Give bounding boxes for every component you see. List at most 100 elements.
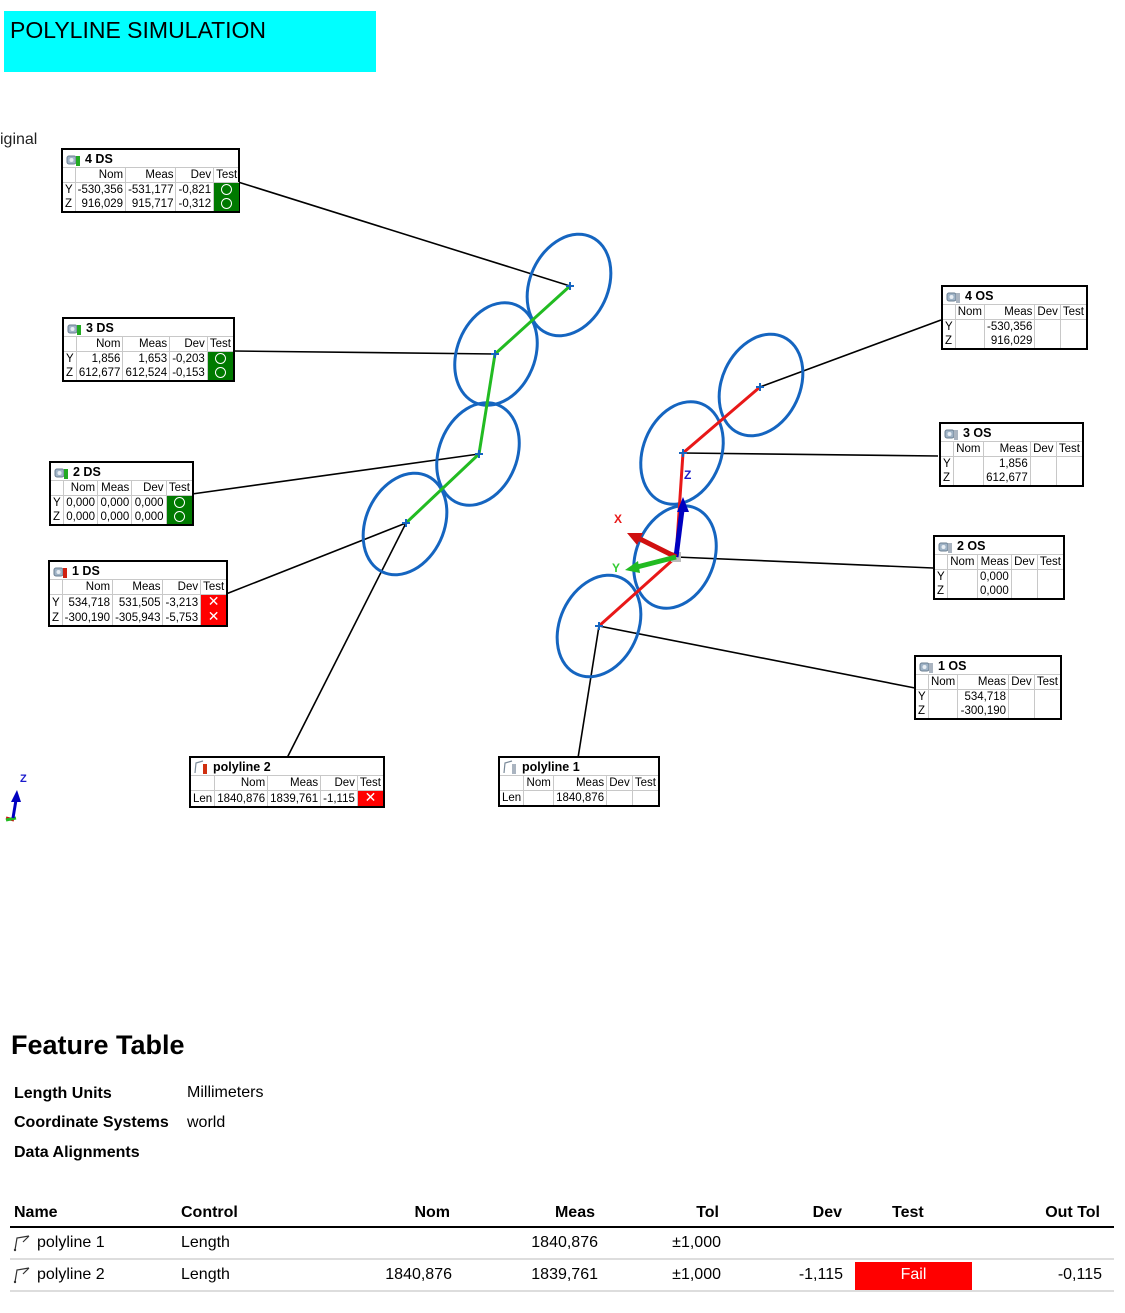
callout-dev: -5,753 [162, 610, 201, 625]
callout-title: polyline 1 [522, 759, 580, 774]
polyline-1-os[interactable] [597, 385, 761, 628]
callout-axis: Y [65, 184, 73, 196]
polyline-2-ds[interactable] [404, 284, 572, 525]
callout-col-header: Nom [523, 776, 554, 791]
point-marker-3ds [491, 350, 499, 358]
row-name: polyline 1 [37, 1234, 105, 1251]
row-nom: 1840,876 [385, 1266, 452, 1283]
callout-dev: -3,213 [162, 594, 201, 610]
callout-nom [927, 689, 958, 704]
col-header-name[interactable]: Name [14, 1204, 58, 1221]
col-header-out-tol[interactable]: Out Tol [1045, 1204, 1100, 1221]
callout-test-status [1033, 704, 1060, 718]
section-ellipse-3os [639, 400, 725, 506]
col-header-dev[interactable]: Dev [812, 1204, 842, 1221]
callout-meas: 1839,761 [267, 790, 321, 806]
callout-axis: Z [65, 198, 73, 210]
callout-axis: Y [66, 353, 74, 365]
gauge-icon [937, 539, 953, 553]
col-header-test[interactable]: Test [892, 1204, 924, 1221]
callout-col-header [500, 776, 524, 791]
callout-axis: Z [53, 511, 61, 523]
view-orientation-triad[interactable]: Z [5, 773, 27, 822]
triad-y-axis [636, 554, 677, 570]
leader-1ds [225, 522, 407, 595]
row-out-tol: -0,115 [1057, 1266, 1102, 1283]
callout-dev [1008, 689, 1035, 704]
callout-title: 4 OS [965, 288, 994, 303]
col-header-control[interactable]: Control [181, 1204, 238, 1221]
table-row[interactable]: polyline 1 Length 1840,876 ±1,000 [10, 1228, 1114, 1260]
callout-test-status [213, 197, 240, 211]
prop-label-data-alignments: Data Alignments [14, 1144, 140, 1161]
callout-col-header: Nom [952, 442, 983, 457]
row-control: Length [181, 1234, 230, 1251]
callout-meas: 1840,876 [552, 790, 607, 805]
triad-y-label: Y [612, 561, 620, 575]
leader-2os [675, 556, 934, 569]
row-dev: -1,115 [798, 1266, 843, 1283]
callout-row: Y-530,356 [943, 319, 1086, 334]
section-ellipse-1os [555, 573, 643, 679]
prop-label-length-units: Length Units [14, 1085, 112, 1102]
3d-viewport[interactable]: X Y Z Z [0, 0, 1125, 1000]
gauge-icon [918, 659, 934, 673]
leader-1os [598, 625, 916, 689]
coordinate-triad: X Y Z [612, 468, 691, 575]
gauge-pass-icon [53, 465, 69, 479]
leader-lines [191, 181, 942, 759]
col-header-nom[interactable]: Nom [414, 1204, 450, 1221]
callout-nom: 916,029 [74, 197, 126, 211]
callout-axis: Y [53, 497, 61, 509]
callout-col-header: Meas [112, 580, 163, 595]
callout-axis: Y [937, 571, 945, 583]
callout-meas: 0,000 [97, 495, 132, 510]
callout-header: 2 OS [935, 537, 1063, 555]
table-row[interactable]: polyline 2 Length 1840,876 1839,761 ±1,0… [10, 1260, 1114, 1292]
callout-title: 2 OS [957, 538, 986, 553]
callout-nom: 0,000 [62, 510, 98, 524]
callout-dev [1029, 456, 1057, 471]
col-header-tol[interactable]: Tol [696, 1204, 719, 1221]
callout-test-status: ✕ [356, 790, 383, 806]
callout-col-header: Test [1033, 675, 1060, 690]
leader-polyline2 [286, 522, 407, 759]
gauge-pass-icon [66, 321, 82, 335]
callout-col-header: Nom [74, 168, 126, 183]
callout-col-header [935, 555, 948, 570]
callout-test-status [206, 351, 233, 366]
callout-dev [1008, 704, 1035, 718]
callout-col-header: Test [1059, 305, 1086, 320]
callout-col-header: Nom [214, 776, 268, 791]
callout-nom: 534,718 [61, 594, 113, 610]
callout-dev: -0,153 [169, 366, 208, 380]
leader-3ds [232, 350, 496, 355]
callout-col-header: Meas [125, 168, 176, 183]
callout-test-status [206, 366, 233, 380]
callout-col-header [941, 442, 954, 457]
callout-nom [952, 471, 983, 485]
col-header-meas[interactable]: Meas [554, 1204, 595, 1221]
callout-col-header: Dev [162, 580, 201, 595]
callout-col-header: Meas [552, 776, 607, 791]
